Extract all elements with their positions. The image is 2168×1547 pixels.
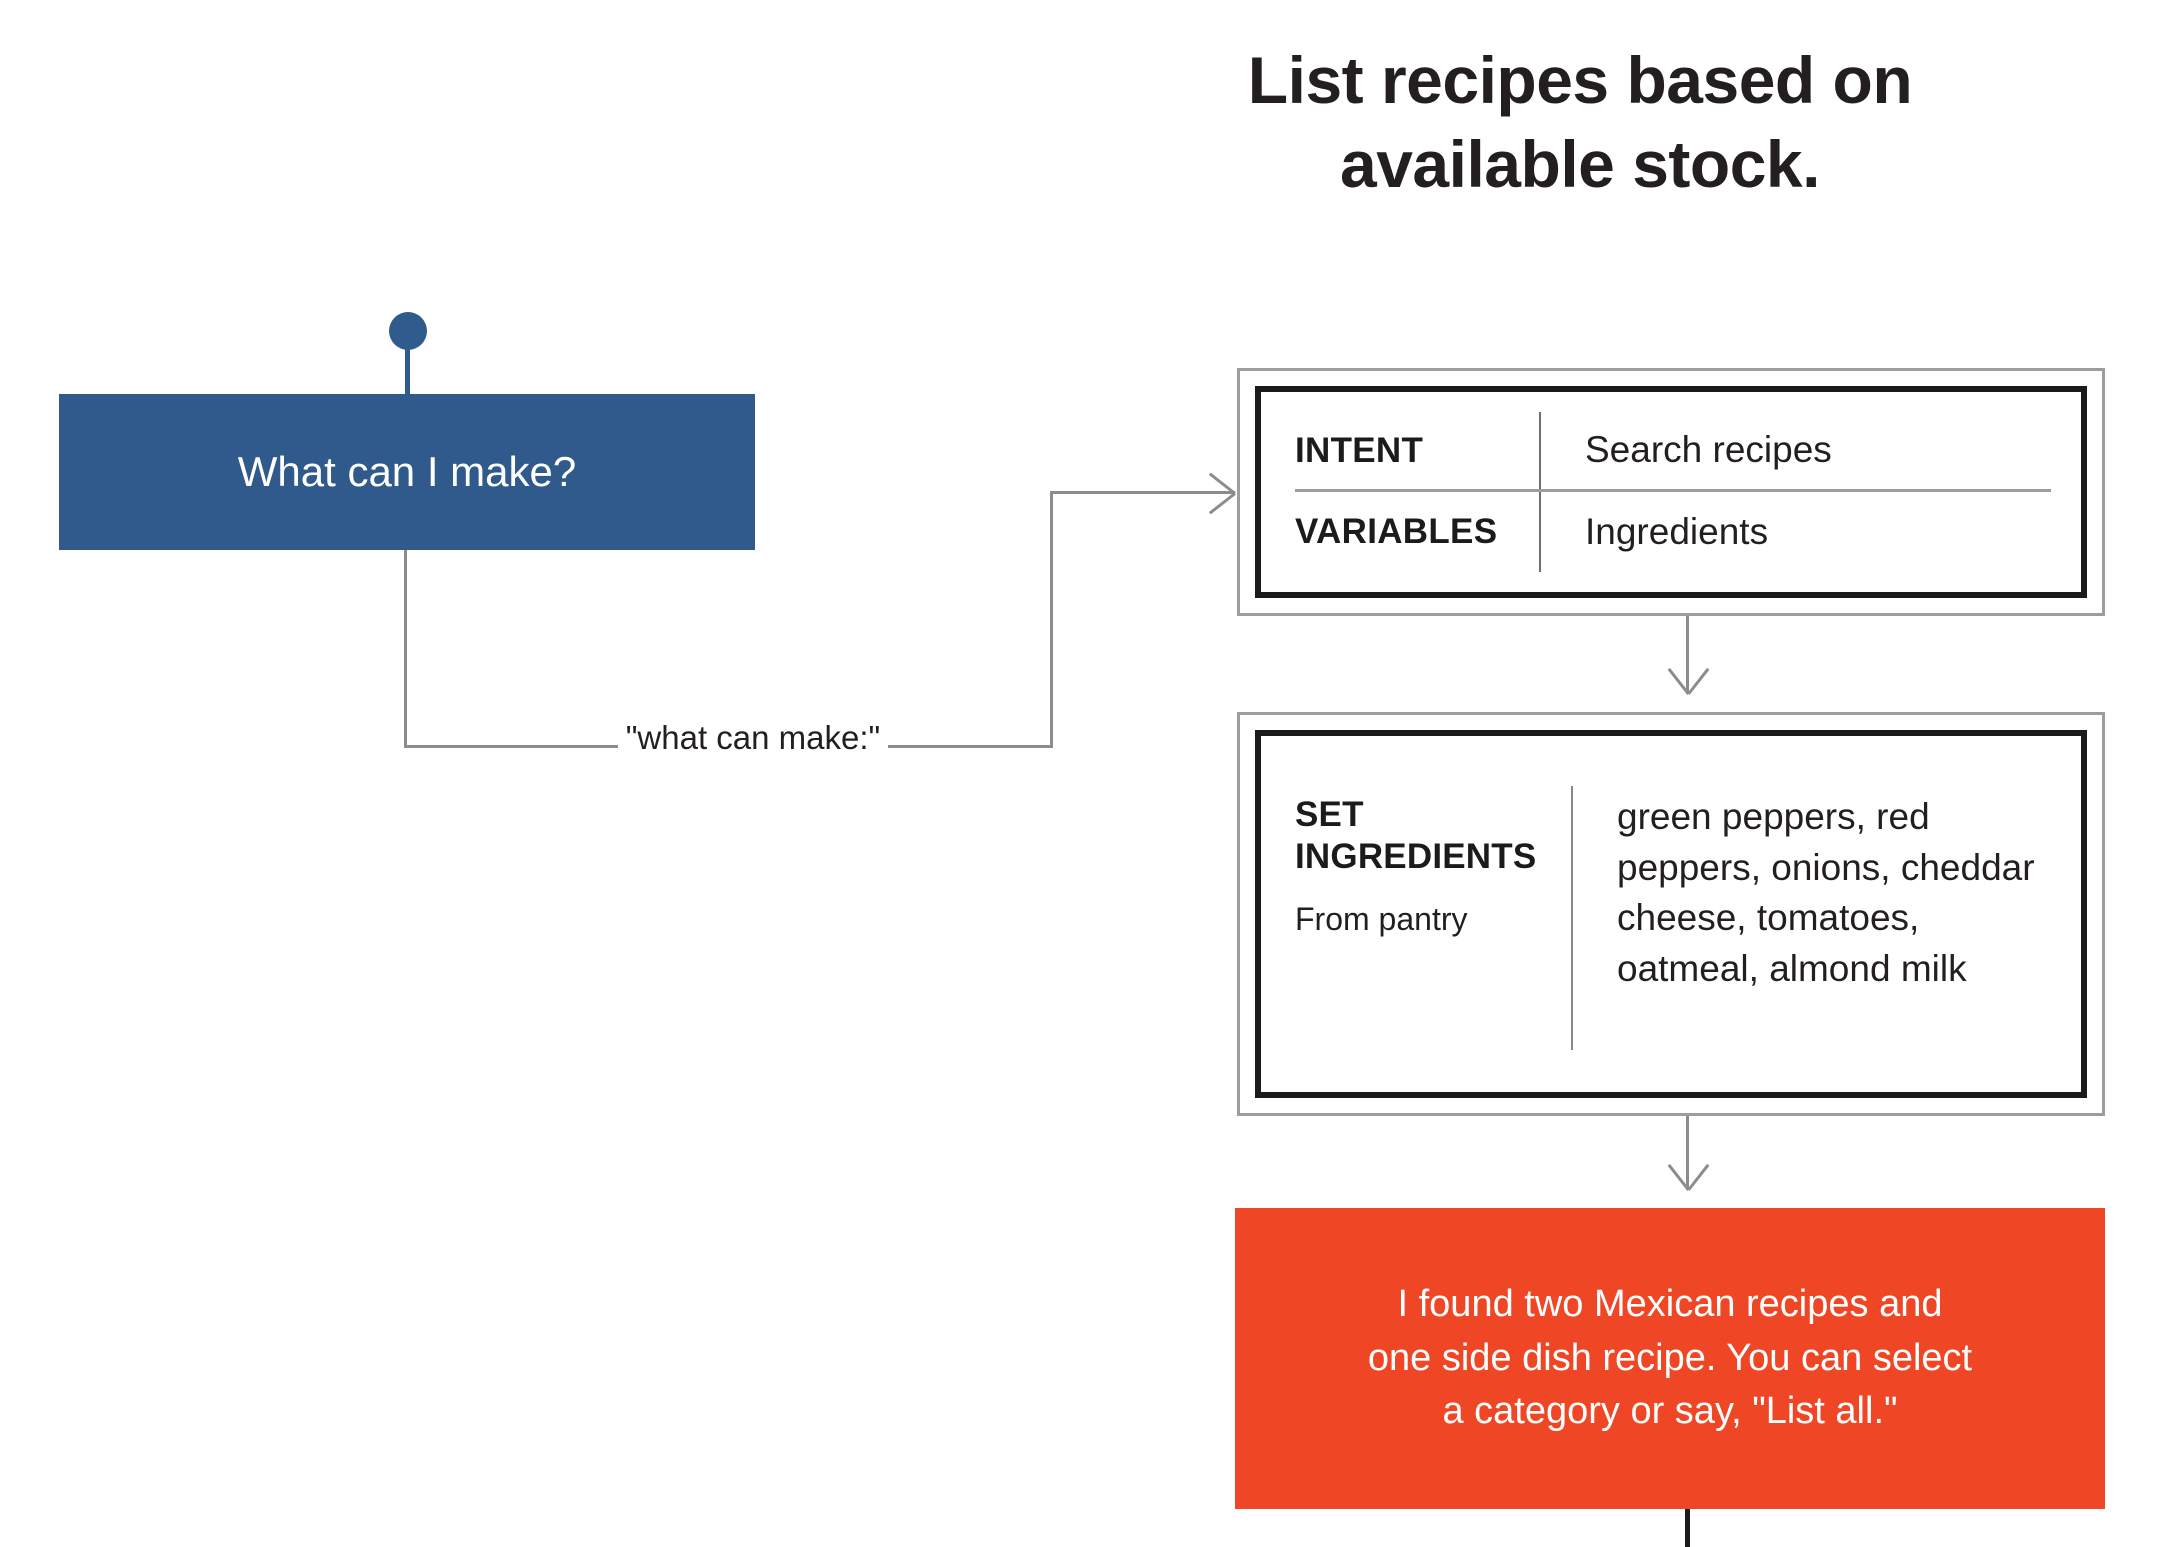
column-divider [1571,786,1573,1050]
connector-intent-to-ingredients [1686,616,1689,694]
set-ingredients-card: SET INGREDIENTS From pantry green pepper… [1237,712,2105,1116]
variables-row-key: VARIABLES [1295,512,1498,551]
connector-segment-down [404,550,407,748]
set-ingredients-subtitle: From pantry [1295,901,1468,937]
connector-ingredients-to-response [1686,1116,1689,1190]
system-response-box[interactable]: I found two Mexican recipes and one side… [1235,1208,2105,1509]
connector-response-outgoing [1685,1509,1690,1547]
user-utterance-box[interactable]: What can I make? [59,394,755,550]
variables-row-value: Ingredients [1585,510,1769,552]
user-utterance-label: What can I make? [237,447,577,495]
intent-key-value-table: INTENT Search recipes VARIABLES Ingredie… [1295,412,2051,572]
start-stem-connector [405,348,410,396]
connector-label: "what can make:" [618,718,888,758]
system-response-label: I found two Mexican recipes and one side… [1367,1282,1973,1433]
set-ingredients-body: SET INGREDIENTS From pantry green pepper… [1295,770,2053,1066]
connector-segment-left [404,745,618,748]
set-ingredients-title: SET INGREDIENTS [1295,795,1537,876]
connector-segment-right [888,745,1052,748]
connector-segment-into-intent [1050,491,1235,494]
intent-card-inner-frame: INTENT Search recipes VARIABLES Ingredie… [1255,386,2087,598]
intent-row-key: INTENT [1295,430,1424,470]
intent-card: INTENT Search recipes VARIABLES Ingredie… [1237,368,2105,616]
column-divider [1539,492,1541,572]
connector-segment-up [1050,491,1053,748]
set-ingredients-label-column: SET INGREDIENTS From pantry [1295,770,1567,1066]
column-divider [1539,412,1541,489]
table-row: INTENT Search recipes [1295,412,2051,492]
intent-row-value: Search recipes [1585,429,1832,471]
set-ingredients-inner-frame: SET INGREDIENTS From pantry green pepper… [1255,730,2087,1098]
page-title: List recipes based on available stock. [1247,43,1913,202]
table-row: VARIABLES Ingredients [1295,492,2051,572]
start-circle-icon [389,312,427,350]
set-ingredients-values: green peppers, red peppers, onions, ched… [1617,796,2035,990]
